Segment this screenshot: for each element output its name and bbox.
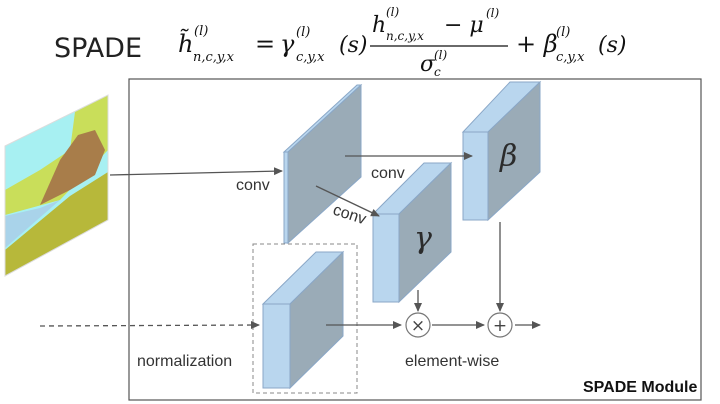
arrows <box>39 152 541 330</box>
add-symbol: + <box>493 316 507 336</box>
formula-beta-sup: (l) <box>556 25 570 40</box>
formula-beta-arg: (s) <box>598 33 626 58</box>
conv-label-diagonal: conv <box>331 202 368 229</box>
conv-label-top: conv <box>371 165 405 182</box>
spade-title: SPADE <box>54 33 142 64</box>
formula-plus-beta: + β <box>516 30 558 58</box>
multiply-symbol: × <box>411 316 425 336</box>
multiply-operator: × <box>405 312 431 338</box>
arrow-input-to-conv <box>109 167 283 176</box>
normalized-activation-block <box>261 250 345 390</box>
formula-gamma-sub: c,y,x <box>296 50 325 65</box>
conv-feature-block <box>282 83 363 245</box>
beta-symbol: β <box>499 139 517 174</box>
formula-gamma-arg: (s) <box>339 33 367 58</box>
seg-ground-region <box>5 172 108 276</box>
arrow-conv-to-gamma <box>315 185 380 217</box>
formula-num-mu-sup: (l) <box>486 6 500 20</box>
gamma-block <box>371 161 453 304</box>
formula-num-h-sup: (l) <box>386 5 400 19</box>
beta-block <box>461 80 542 222</box>
formula-lhs-symbol: h̃ <box>178 29 193 58</box>
formula-num-h-sub: n,c,y,x <box>386 29 424 43</box>
add-operator: + <box>487 312 513 338</box>
arrow-activation-in <box>39 321 260 330</box>
element-wise-label: element-wise <box>405 353 499 370</box>
formula-den-sup: (l) <box>434 48 448 62</box>
spade-module-frame <box>128 78 702 401</box>
spade-formula: h̃ (l) n,c,y,x = γ (l) c,y,x (s) h (l) n… <box>178 5 626 79</box>
formula-den-sigma: σ <box>420 52 436 77</box>
spade-module-label: SPADE Module <box>583 379 697 396</box>
formula-gamma-sup: (l) <box>296 25 310 40</box>
normalization-label: normalization <box>137 353 232 370</box>
gamma-symbol: γ <box>414 221 432 256</box>
conv-label-left: conv <box>236 177 270 194</box>
formula-num-minus-mu: − μ <box>444 13 484 38</box>
segmentation-map-image <box>4 94 109 277</box>
formula-beta-sub: c,y,x <box>556 50 585 65</box>
formula-den-sub: c <box>434 65 441 79</box>
seg-rock-region <box>40 130 105 205</box>
formula-gamma: γ <box>280 30 295 58</box>
formula-lhs-sub: n,c,y,x <box>193 50 235 65</box>
normalization-box <box>252 243 358 394</box>
formula-equals: = <box>255 30 275 58</box>
seg-grass-region <box>5 95 108 215</box>
formula-num-h: h <box>372 13 386 38</box>
seg-water-region <box>5 200 60 248</box>
formula-lhs-sup: (l) <box>194 24 208 39</box>
